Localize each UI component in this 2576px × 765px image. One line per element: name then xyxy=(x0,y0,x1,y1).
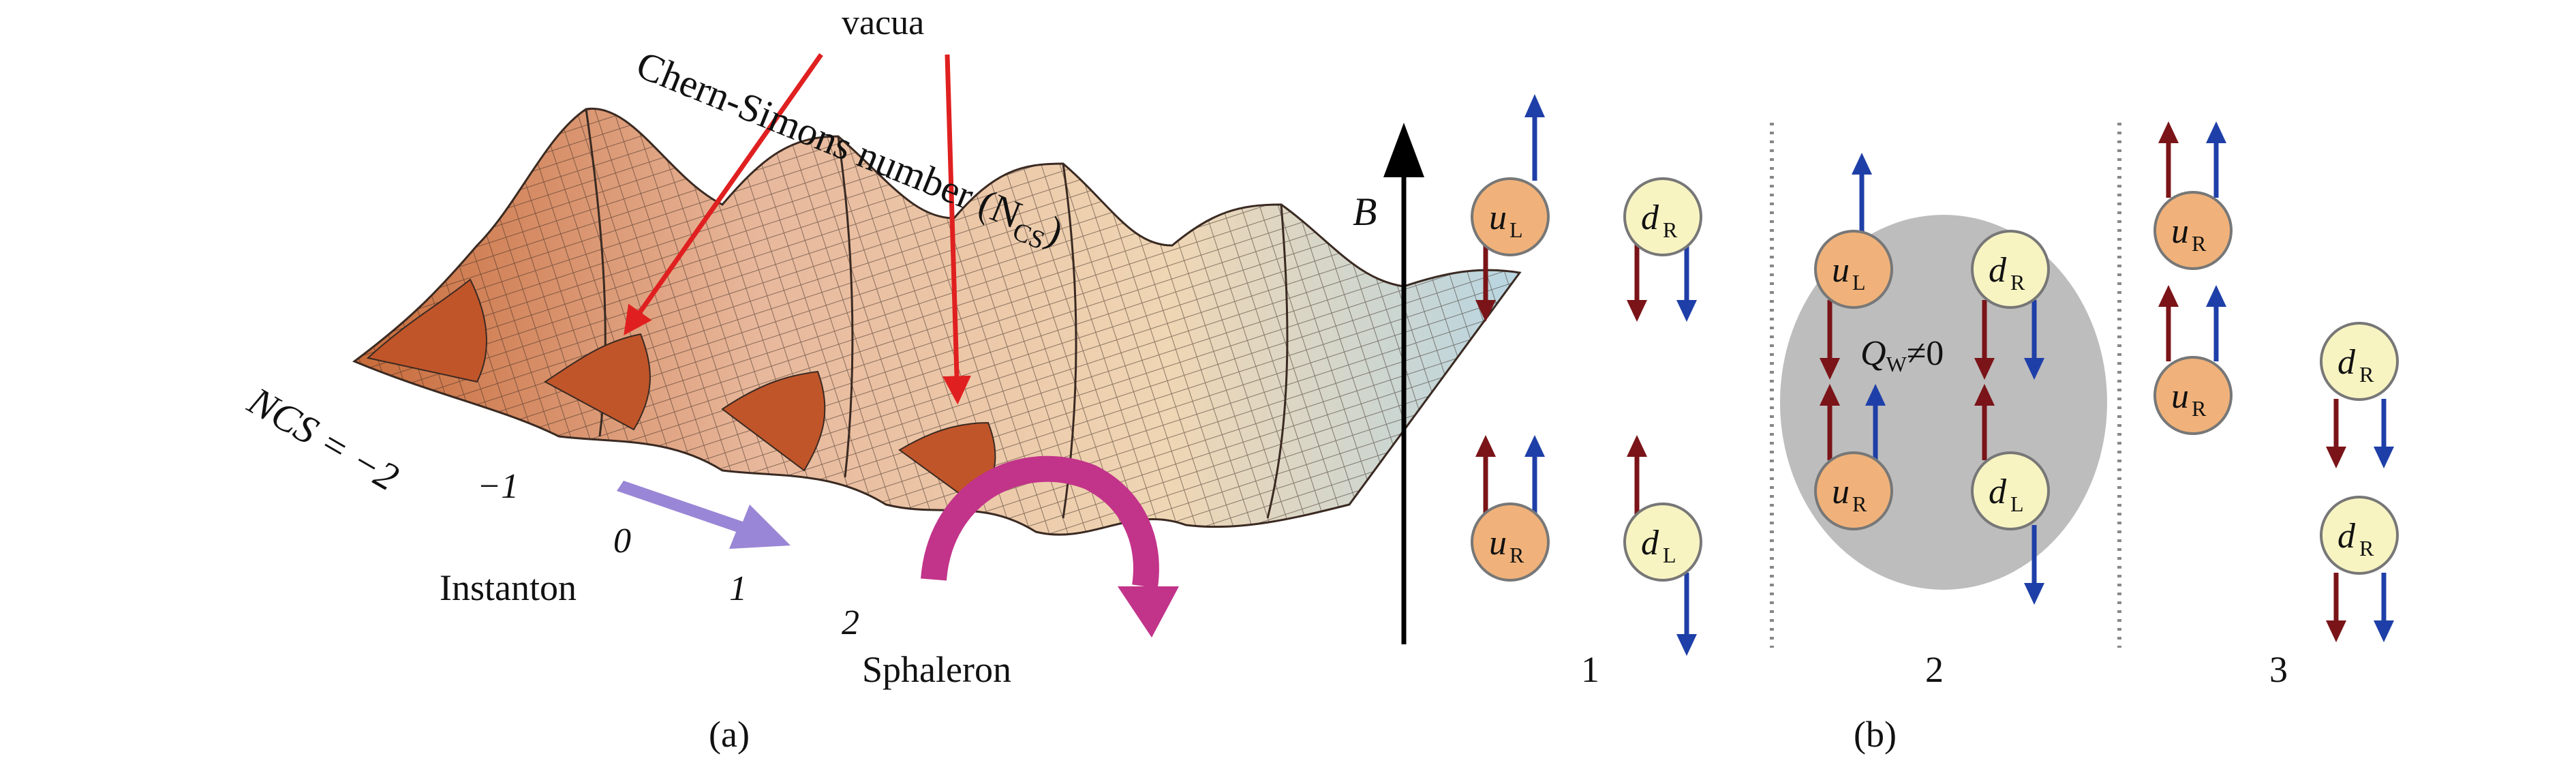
column-3: u R u R d R xyxy=(2153,121,2399,690)
quark-symbol: d xyxy=(2337,517,2356,556)
quark-subscript: L xyxy=(1852,270,1866,295)
potential-surface xyxy=(352,107,1522,536)
quark-dL-col2: d L xyxy=(1971,451,2050,530)
quark-subscript: L xyxy=(2010,492,2024,516)
spin-arrowhead xyxy=(2024,583,2044,605)
quark-symbol: d xyxy=(1989,472,2007,511)
column-label-3: 3 xyxy=(2269,649,2288,690)
momentum-arrowhead xyxy=(2326,447,2346,468)
momentum-arrowhead xyxy=(1627,300,1647,322)
quark-symbol: u xyxy=(2171,212,2189,251)
spin-arrowhead xyxy=(1852,153,1872,175)
ncs-tick-2: 2 xyxy=(842,603,859,642)
spin-arrowhead xyxy=(2024,358,2044,380)
momentum-arrowhead xyxy=(1820,384,1840,406)
quark-subscript: R xyxy=(1852,492,1867,516)
instanton-arrow xyxy=(617,481,791,549)
sphaleron-arrowhead xyxy=(1118,586,1179,638)
spin-arrowhead xyxy=(1524,435,1545,457)
quark-dR-col3-a: d R xyxy=(2320,322,2399,401)
spin-arrowhead xyxy=(2374,447,2394,468)
vacua-arrow-left xyxy=(624,52,823,335)
ncs-tick-minus1: −1 xyxy=(477,467,519,506)
spin-arrowhead xyxy=(2206,285,2226,307)
momentum-arrowhead xyxy=(1974,384,1995,406)
spin-arrowhead xyxy=(1524,94,1545,117)
quark-symbol: u xyxy=(1489,524,1507,562)
caption-a: (a) xyxy=(709,714,750,755)
quark-dL-col1: d L xyxy=(1623,502,1702,582)
quark-uL-col1: u L xyxy=(1471,177,1550,256)
qw-symbol: Q xyxy=(1860,334,1886,373)
spin-arrowhead xyxy=(2206,121,2226,143)
qw-sub: W xyxy=(1886,352,1907,376)
spin-arrowhead xyxy=(2374,620,2394,642)
momentum-arrowhead xyxy=(2158,121,2179,143)
spin-arrowhead xyxy=(1676,634,1697,656)
column-label-2: 2 xyxy=(1925,649,1944,690)
caption-b: (b) xyxy=(1854,714,1897,755)
qw-label: QW≠0 xyxy=(1860,334,1944,376)
quark-symbol: u xyxy=(2171,377,2189,416)
momentum-arrowhead xyxy=(2158,285,2179,307)
quark-subscript: R xyxy=(1663,217,1678,242)
quark-subscript: L xyxy=(1663,543,1676,567)
quark-dR-col2: d R xyxy=(1971,230,2050,309)
momentum-arrowhead xyxy=(1820,358,1840,380)
ncs-tick-1: 1 xyxy=(729,569,747,608)
ncs-axis-label: NCS = −2 xyxy=(241,378,407,499)
b-field-arrowhead xyxy=(1383,123,1424,177)
panel-b: B u L d R xyxy=(1353,94,2399,755)
quark-subscript: R xyxy=(2010,270,2025,295)
column-label-1: 1 xyxy=(1581,649,1599,690)
ncs-tick-0: 0 xyxy=(613,522,631,560)
panel-a: vacua Chern-Simons number (NCS) NCS = −2… xyxy=(241,3,1522,755)
quark-symbol: d xyxy=(1989,251,2007,290)
momentum-arrowhead xyxy=(1974,358,1995,380)
spin-arrowhead xyxy=(1865,384,1886,406)
momentum-arrowhead xyxy=(1627,435,1647,457)
quark-symbol: d xyxy=(1641,524,1659,562)
quark-uR-col1: u R xyxy=(1471,502,1550,582)
column-2: u L d R QW≠0 u R xyxy=(1814,153,2050,690)
vacua-arrow-right xyxy=(942,54,971,405)
quark-subscript: L xyxy=(1509,217,1523,242)
qw-relation: ≠0 xyxy=(1907,334,1944,373)
instanton-label: Instanton xyxy=(440,567,577,608)
quark-symbol: u xyxy=(1832,472,1850,511)
momentum-arrowhead xyxy=(1475,435,1496,457)
quark-symbol: u xyxy=(1832,251,1850,290)
momentum-arrowhead xyxy=(2326,620,2346,642)
b-field-label: B xyxy=(1353,190,1377,234)
sphaleron-label: Sphaleron xyxy=(862,649,1011,690)
spin-arrowhead xyxy=(1676,300,1697,322)
quark-uL-col2: u L xyxy=(1814,230,1893,309)
quark-symbol: u xyxy=(1489,198,1507,237)
quark-dR-col3-b: d R xyxy=(2320,496,2399,575)
quark-subscript: R xyxy=(1509,543,1524,567)
quark-symbol: d xyxy=(2337,343,2356,382)
quark-uR-col2: u R xyxy=(1814,451,1893,530)
quark-symbol: d xyxy=(1641,198,1659,237)
quark-uR-col3-a: u R xyxy=(2153,191,2233,270)
quark-subscript: R xyxy=(2192,396,2207,421)
momentum-arrowhead xyxy=(1475,300,1496,322)
quark-subscript: R xyxy=(2359,536,2374,560)
sphaleron-arrow xyxy=(921,455,1159,588)
vacua-label: vacua xyxy=(842,3,924,42)
quark-subscript: R xyxy=(2359,362,2374,387)
column-1: u L d R u R xyxy=(1471,94,1702,690)
quark-dR-col1: d R xyxy=(1623,177,1702,256)
quark-subscript: R xyxy=(2192,231,2207,256)
quark-uR-col3-b: u R xyxy=(2153,356,2233,435)
